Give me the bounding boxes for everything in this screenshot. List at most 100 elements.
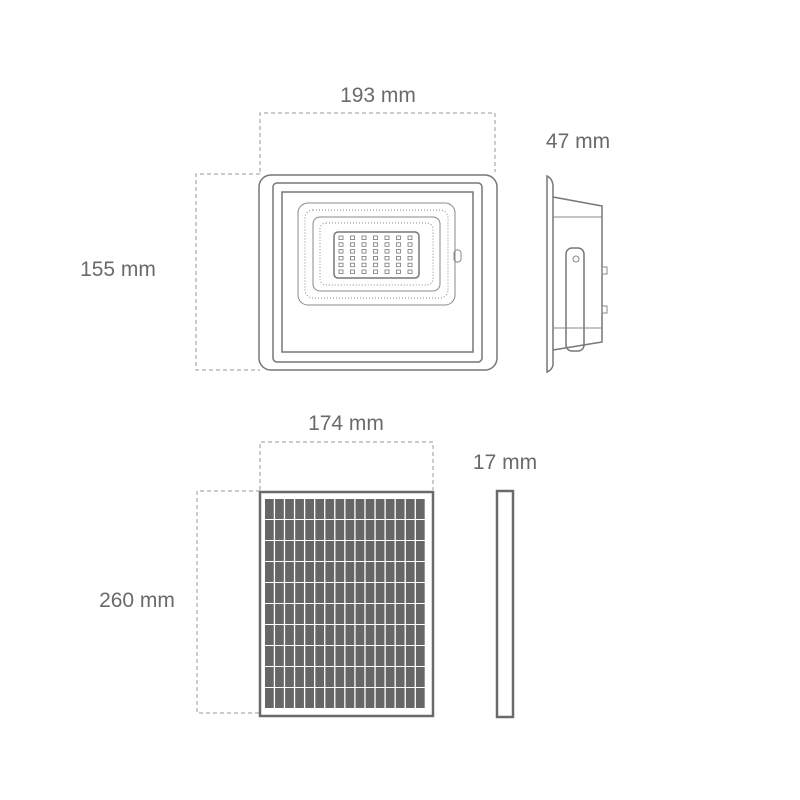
- solar-cell: [415, 625, 425, 645]
- solar-cell: [375, 520, 385, 540]
- led: [373, 269, 378, 274]
- solar-cell: [355, 562, 365, 582]
- solar-cell: [305, 625, 315, 645]
- solar-cell: [355, 667, 365, 687]
- solar-cell: [275, 625, 284, 645]
- solar-cell: [375, 667, 385, 687]
- led: [384, 262, 390, 268]
- panel-depth-label: 17 mm: [473, 451, 537, 474]
- solar-cell: [375, 646, 385, 666]
- solar-panel-front-view: [258, 490, 435, 718]
- solar-cell: [295, 562, 304, 582]
- solar-cell: [365, 625, 375, 645]
- led: [350, 235, 355, 240]
- solar-cell: [285, 562, 294, 582]
- solar-cell: [285, 625, 294, 645]
- solar-cell: [325, 646, 335, 666]
- led: [384, 249, 390, 254]
- led: [338, 235, 344, 240]
- solar-cell: [345, 520, 355, 540]
- solar-cell: [415, 604, 425, 624]
- led: [350, 242, 355, 247]
- solar-cell: [295, 583, 304, 603]
- solar-cell: [335, 646, 345, 666]
- led: [384, 235, 390, 240]
- solar-cell: [335, 562, 345, 582]
- panel-height-label: 260 mm: [99, 589, 175, 612]
- solar-cell: [335, 625, 345, 645]
- solar-cell: [335, 667, 345, 687]
- solar-cell: [355, 604, 365, 624]
- solar-cell: [385, 541, 395, 561]
- led: [350, 249, 355, 254]
- led: [407, 249, 413, 254]
- led: [338, 249, 344, 254]
- led: [396, 249, 401, 254]
- solar-cell: [285, 688, 294, 708]
- led: [338, 242, 344, 247]
- solar-cell: [365, 646, 375, 666]
- solar-cell: [265, 583, 274, 603]
- solar-cell: [395, 688, 405, 708]
- solar-cell: [405, 625, 415, 645]
- solar-cell: [415, 667, 425, 687]
- led: [396, 255, 401, 261]
- solar-cell: [355, 625, 365, 645]
- solar-cell: [385, 646, 395, 666]
- solar-cell: [315, 604, 325, 624]
- solar-cell: [335, 583, 345, 603]
- solar-cell: [275, 646, 284, 666]
- solar-cell: [265, 499, 274, 519]
- solar-cell: [325, 667, 335, 687]
- solar-cell: [295, 688, 304, 708]
- solar-cell: [385, 688, 395, 708]
- solar-cell: [345, 541, 355, 561]
- solar-cell: [335, 541, 345, 561]
- solar-cell: [415, 688, 425, 708]
- solar-cell: [295, 541, 304, 561]
- solar-cell: [285, 520, 294, 540]
- led: [361, 262, 367, 268]
- solar-cell: [275, 604, 284, 624]
- solar-cell: [395, 562, 405, 582]
- solar-cell: [325, 625, 335, 645]
- solar-cell: [405, 541, 415, 561]
- solar-cell: [365, 562, 375, 582]
- led: [407, 262, 413, 268]
- solar-cell: [365, 541, 375, 561]
- led: [407, 235, 413, 240]
- panel-dimension-lines: [196, 441, 434, 714]
- solar-cell: [335, 604, 345, 624]
- solar-cell: [275, 499, 284, 519]
- solar-cell: [395, 646, 405, 666]
- led: [338, 262, 344, 268]
- led: [373, 242, 378, 247]
- led: [361, 235, 367, 240]
- solar-cell: [415, 520, 425, 540]
- solar-cell: [365, 583, 375, 603]
- solar-cell: [315, 688, 325, 708]
- floodlight-dimension-lines: [195, 112, 496, 371]
- solar-cell: [325, 499, 335, 519]
- solar-cell: [275, 688, 284, 708]
- solar-cell: [345, 499, 355, 519]
- solar-cell: [405, 562, 415, 582]
- floodlight-side-view: [546, 174, 608, 374]
- solar-cell: [395, 583, 405, 603]
- solar-cell: [275, 562, 284, 582]
- led: [361, 242, 367, 247]
- led: [396, 269, 401, 274]
- solar-cell: [265, 604, 274, 624]
- solar-cell: [295, 520, 304, 540]
- solar-cell: [335, 520, 345, 540]
- solar-cell: [415, 646, 425, 666]
- solar-cell: [265, 625, 274, 645]
- solar-cell: [405, 520, 415, 540]
- solar-cell: [295, 625, 304, 645]
- solar-cell: [305, 499, 315, 519]
- floodlight-width-label: 193 mm: [340, 84, 416, 107]
- solar-cell: [265, 541, 274, 561]
- solar-cell: [335, 688, 345, 708]
- solar-cell: [285, 499, 294, 519]
